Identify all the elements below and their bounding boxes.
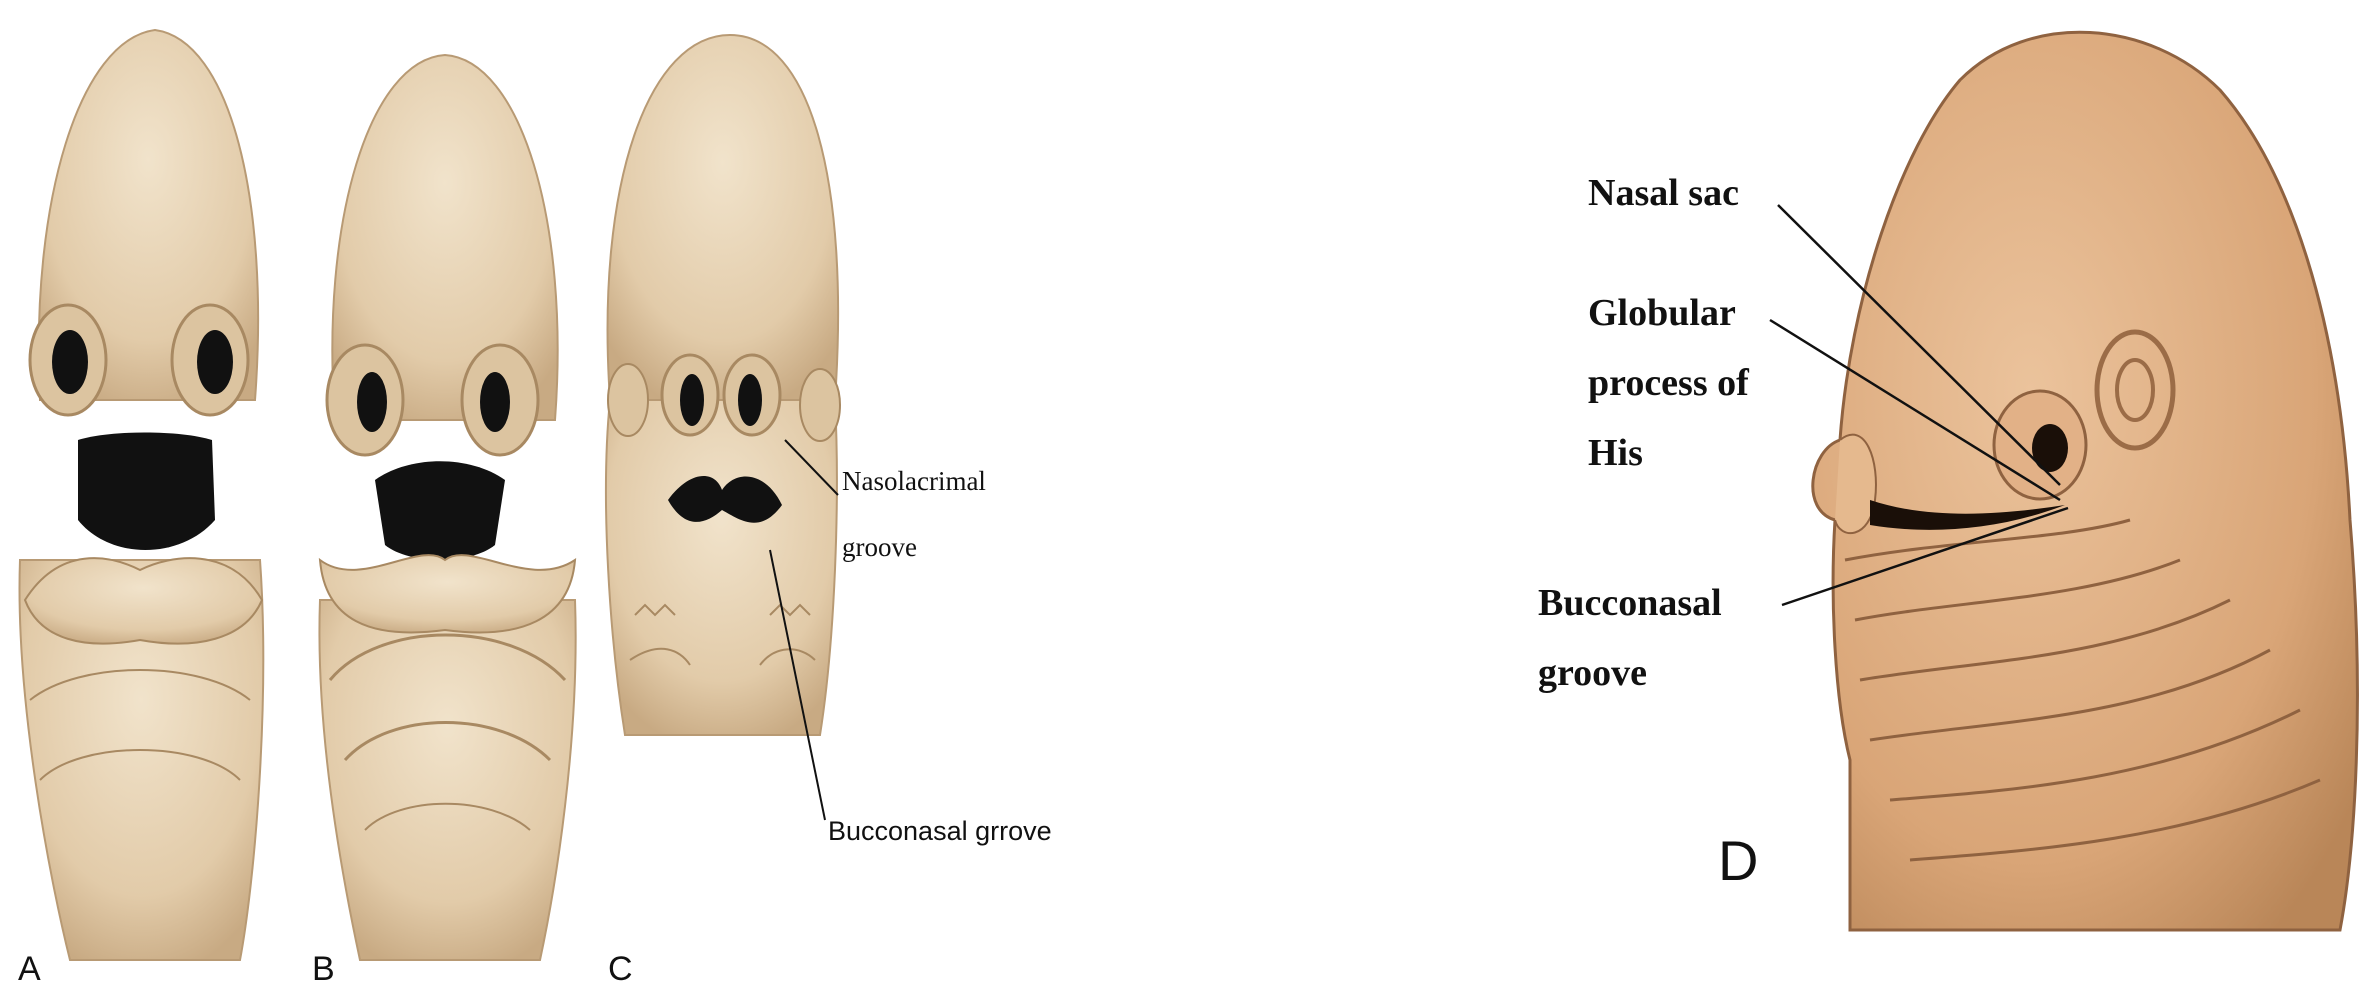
bucconasal-groove-label-line2: groove bbox=[1538, 652, 1647, 694]
globular-process-label-line1: Globular bbox=[1588, 292, 1736, 334]
nasolacrimal-label-line2: groove bbox=[842, 532, 917, 562]
nasolacrimal-leader-line bbox=[784, 439, 839, 496]
panel-d-illustration bbox=[1769, 30, 2359, 932]
panel-b-illustration bbox=[318, 53, 577, 961]
panel-b-letter: B bbox=[312, 950, 335, 988]
bucconasal-label: Bucconasal grrove bbox=[828, 816, 1052, 846]
globular-process-leader-line bbox=[1769, 318, 2061, 502]
bucconasal-groove-leader-line bbox=[1781, 506, 2069, 607]
globular-process-label-line3: His bbox=[1588, 432, 1643, 474]
nasal-sac-leader-line bbox=[1777, 204, 2061, 486]
globular-process-label-line2: process of bbox=[1588, 362, 1750, 404]
panel-c: Nasolacrimal groove Bucconasal grrove C bbox=[604, 33, 1052, 988]
panel-b: B bbox=[312, 53, 577, 988]
nasal-sac-label: Nasal sac bbox=[1588, 172, 1739, 214]
panel-a-letter: A bbox=[18, 950, 41, 988]
panel-d: Nasal sac Globular process of His Buccon… bbox=[1538, 30, 2359, 932]
panel-d-letter: D bbox=[1718, 829, 1758, 892]
panel-a: A bbox=[18, 28, 265, 988]
bucconasal-groove-label-line1: Bucconasal bbox=[1538, 582, 1722, 624]
panel-c-illustration bbox=[604, 33, 841, 821]
panel-c-letter: C bbox=[608, 950, 633, 988]
nasolacrimal-label-line1: Nasolacrimal bbox=[842, 466, 986, 496]
panel-a-illustration bbox=[18, 28, 265, 961]
bucconasal-leader-line bbox=[769, 549, 826, 821]
